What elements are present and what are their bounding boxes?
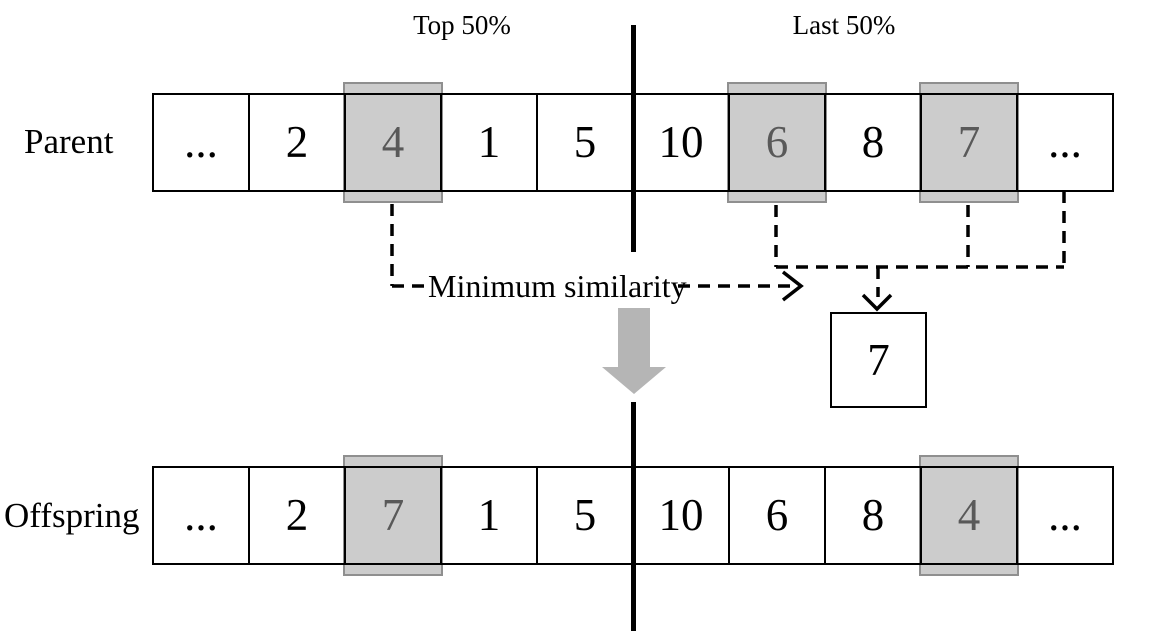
highlight-gene-4 xyxy=(343,82,443,203)
gene-cell-2: 2 xyxy=(248,93,346,192)
gene-cell-ellipsis: ... xyxy=(1016,466,1114,565)
gene-cell-6: 6 xyxy=(728,93,826,192)
highlight-gene-6 xyxy=(727,82,827,203)
extracted-gene-box: 7 xyxy=(830,312,927,408)
gene-cell-5: 5 xyxy=(536,93,634,192)
highlight-gene-4 xyxy=(919,455,1019,576)
gene-cell-ellipsis: ... xyxy=(1016,93,1114,192)
gene-cell-10: 10 xyxy=(632,466,730,565)
offspring-label: Offspring xyxy=(4,496,140,535)
gene-cell-6: 6 xyxy=(728,466,826,565)
gene-cell-7: 7 xyxy=(920,93,1018,192)
gene-cell-5: 5 xyxy=(536,466,634,565)
gene-cell-4: 4 xyxy=(920,466,1018,565)
parent-label: Parent xyxy=(24,122,114,161)
extracted-gene-value: 7 xyxy=(867,335,890,385)
gene-cell-4: 4 xyxy=(344,93,442,192)
minimum-similarity-label: Minimum similarity xyxy=(428,268,687,304)
gene-cell-ellipsis: ... xyxy=(152,466,250,565)
last-50-percent-label: Last 50% xyxy=(792,10,896,40)
gene-cell-2: 2 xyxy=(248,466,346,565)
highlight-gene-7 xyxy=(343,455,443,576)
gene-cell-8: 8 xyxy=(824,466,922,565)
gene-cell-7: 7 xyxy=(344,466,442,565)
down-arrowhead-icon xyxy=(861,293,893,312)
gene-cell-ellipsis: ... xyxy=(152,93,250,192)
right-arrowhead-icon xyxy=(781,270,804,302)
gray-down-arrow-icon xyxy=(602,308,666,394)
gene-cell-1: 1 xyxy=(440,93,538,192)
gene-cell-10: 10 xyxy=(632,93,730,192)
gene-cell-8: 8 xyxy=(824,93,922,192)
top-50-percent-label: Top 50% xyxy=(413,10,511,40)
gene-cell-1: 1 xyxy=(440,466,538,565)
